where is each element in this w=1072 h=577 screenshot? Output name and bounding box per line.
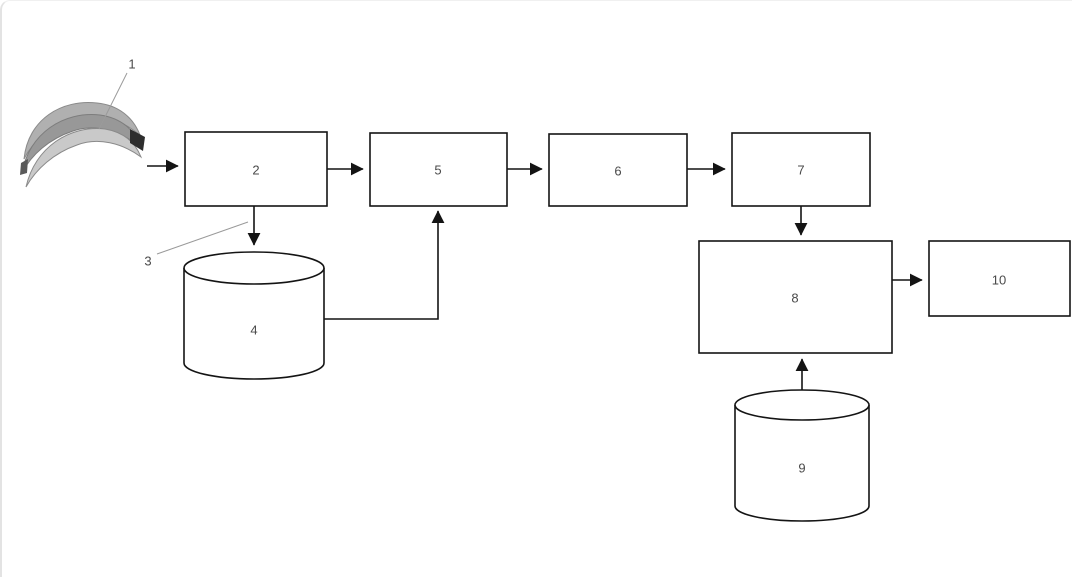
box-10-rect	[928, 240, 1071, 317]
cylinder-9-body	[734, 405, 870, 522]
label-5: 5	[434, 162, 441, 177]
process-box-10: 10	[928, 240, 1071, 317]
cylinder-9-top	[734, 389, 870, 421]
label-2: 2	[252, 162, 259, 177]
label-10: 10	[992, 272, 1006, 287]
label-3: 3	[144, 253, 151, 268]
banana-front-icon	[25, 128, 143, 188]
label-1: 1	[128, 56, 135, 71]
banana-image	[20, 102, 145, 188]
process-box-5: 5	[369, 132, 508, 207]
label-9: 9	[798, 460, 805, 475]
process-box-2: 2	[184, 131, 328, 207]
callout-line-1	[98, 72, 128, 130]
label-8: 8	[791, 290, 798, 305]
arrow-cylinder4-to-box5	[324, 210, 445, 320]
label-7: 7	[797, 162, 804, 177]
database-cylinder-4: 4	[183, 251, 325, 380]
box-6-rect	[548, 133, 688, 207]
process-box-7: 7	[731, 132, 871, 207]
box-5-rect	[369, 132, 508, 207]
database-cylinder-9: 9	[734, 389, 870, 522]
label-6: 6	[614, 163, 621, 178]
process-box-8: 8	[698, 240, 893, 354]
cylinder-4-top	[183, 251, 325, 285]
callout-line-3	[156, 221, 249, 255]
label-4: 4	[250, 322, 257, 337]
banana-tip-icon	[20, 159, 28, 175]
cylinder-4-body	[183, 268, 325, 380]
box-7-rect	[731, 132, 871, 207]
box-2-rect	[184, 131, 328, 207]
banana-stem-icon	[130, 129, 145, 151]
process-box-6: 6	[548, 133, 688, 207]
box-8-rect	[698, 240, 893, 354]
